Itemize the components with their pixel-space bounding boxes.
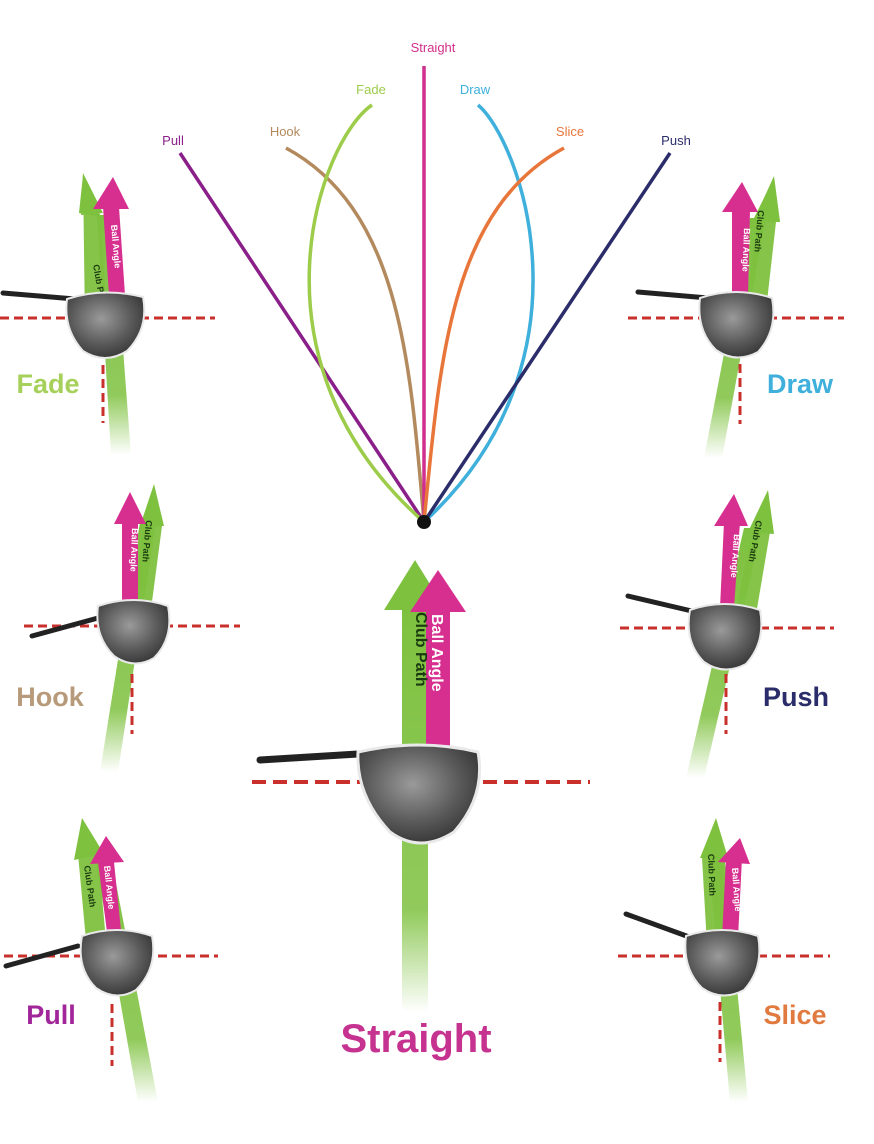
slice-ball-angle-text: Ball Angle [730,867,743,911]
draw-ball-angle-text: Ball Angle [740,228,752,272]
pull-ball-angle-text: Ball Angle [102,865,117,909]
trajectory-fade [307,103,426,524]
trajectory-label-pull: Pull [162,133,184,148]
shot-label-push: Push [763,682,829,712]
shot-label-pull: Pull [26,1000,76,1030]
trajectory-pull [178,152,426,523]
slice-club-path-text: Club Path [706,854,717,896]
trajectory-label-slice: Slice [556,124,584,139]
trajectory-label-hook: Hook [270,124,301,139]
trajectory-slice [422,146,565,523]
trajectory-push [422,152,672,523]
hook-club-path-text: Club Path [140,520,154,563]
shot-push: Club Path Ball Angle [620,490,834,778]
fade-ball-angle-text: Ball Angle [109,224,123,268]
trajectory-label-draw: Draw [460,82,491,97]
shot-hook: Club Path Ball Angle [24,484,240,772]
draw-club-path-text: Club Path [752,210,766,253]
shot-label-fade: Fade [16,369,79,399]
shot-fade: Club Path Ball Angle [0,173,215,455]
shot-straight: Club Path Ball Angle [252,560,590,1012]
shot-label-draw: Draw [767,369,834,399]
push-ball-angle-text: Ball Angle [729,534,742,578]
shot-draw: Club Path Ball Angle [628,176,844,458]
shot-label-hook: Hook [16,682,84,712]
shot-label-straight: Straight [340,1017,491,1061]
shot-pull: Club Path Ball Angle [3,818,218,1102]
trajectory-draw [422,103,535,524]
trajectory-fan: Straight Fade Draw Hook Slice Pull Push [162,40,691,529]
straight-ball-angle-text: Ball Angle [428,614,445,692]
ball-origin-dot [417,515,431,529]
trajectory-label-fade: Fade [356,82,386,97]
trajectory-label-push: Push [661,133,691,148]
hook-ball-angle-text: Ball Angle [128,528,140,572]
shot-label-slice: Slice [763,1000,826,1030]
trajectory-hook [285,146,426,523]
trajectory-label-straight: Straight [411,40,456,55]
straight-club-path-text: Club Path [412,612,429,687]
shot-slice: Club Path Ball Angle [618,818,830,1102]
